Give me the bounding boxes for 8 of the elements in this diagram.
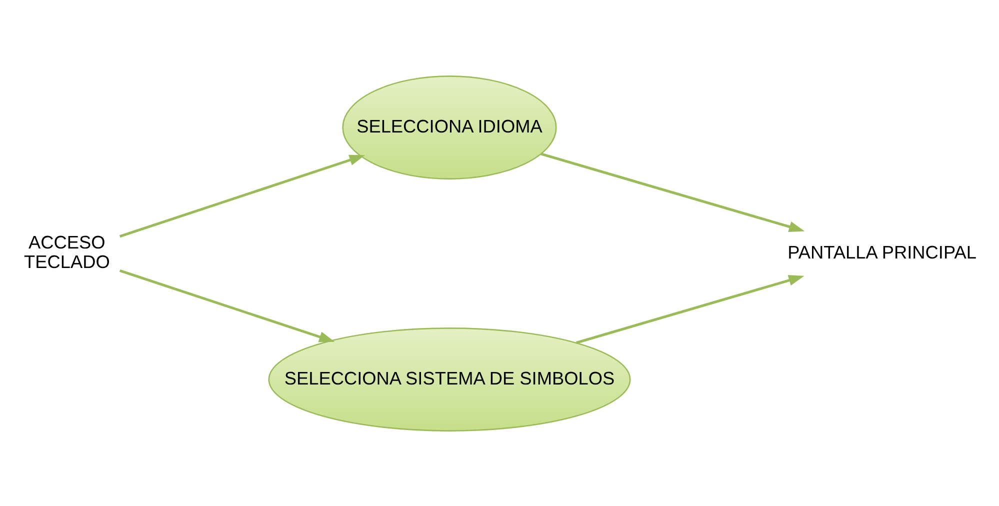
arrow [119, 154, 366, 238]
node-text: ACCESO TECLADO [24, 232, 110, 272]
node-ellipse: SELECCIONA IDIOMA [342, 75, 557, 179]
arrow [540, 152, 805, 232]
arrow [576, 274, 804, 344]
arrow [119, 268, 335, 342]
node-ellipse: SELECCIONA SISTEMA DE SIMBOLOS [268, 327, 631, 431]
node-text: PANTALLA PRINCIPAL [788, 242, 976, 262]
